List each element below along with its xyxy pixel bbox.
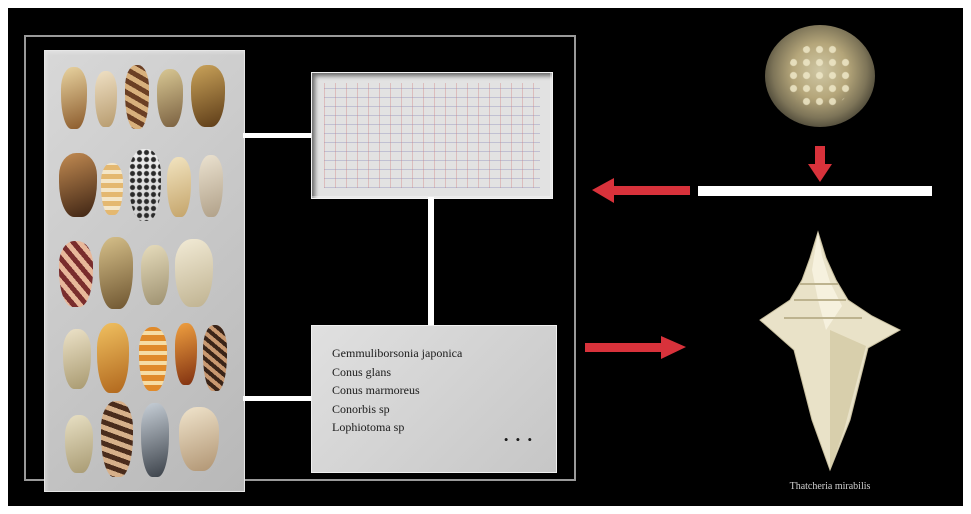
down-arrow-icon [808, 146, 832, 182]
shell-image [99, 237, 133, 309]
organism-core [787, 43, 853, 109]
shell-image [139, 327, 167, 391]
shell-image [175, 239, 213, 307]
shell-image [141, 245, 169, 305]
sequence-alignment-grid [324, 83, 540, 188]
shell-image [199, 155, 223, 217]
shell-image [179, 407, 219, 471]
outer-frame [24, 35, 576, 481]
shell-image [59, 241, 93, 307]
shell-image [175, 323, 197, 385]
specimen-label: Thatcheria mirabilis [789, 481, 871, 492]
shell-image [129, 149, 161, 221]
shell-image [141, 403, 169, 477]
shell-image [61, 67, 87, 129]
species-item: Conus glans [332, 364, 392, 379]
shell-image [95, 71, 117, 127]
shell-image [191, 65, 225, 127]
species-item: Conorbis sp [332, 401, 390, 416]
cone-shell-grid-image [57, 61, 233, 481]
shell-image [97, 323, 129, 393]
shell-image [101, 163, 123, 215]
connector-shells-to-species [243, 396, 311, 401]
shell-image [65, 415, 93, 473]
species-list: Gemmuliborsonia japonica Conus glans Con… [332, 344, 462, 437]
extraction-bar [698, 186, 932, 196]
venom-duct-cross-section-image [765, 25, 875, 127]
species-list-box: Gemmuliborsonia japonica Conus glans Con… [311, 325, 557, 473]
sequence-alignment-box [311, 72, 553, 199]
shell-image [203, 325, 227, 391]
shell-collection-panel [44, 50, 245, 492]
shell-image [59, 153, 97, 217]
shell-image [101, 401, 133, 477]
more-ellipsis: • • • [503, 432, 534, 447]
connector-alignment-to-species [428, 197, 434, 325]
spiral-shell-image [759, 230, 902, 472]
species-item: Conus marmoreus [332, 383, 420, 397]
species-item: Lophiotoma sp [332, 420, 405, 434]
shell-image [157, 69, 183, 127]
species-item: Gemmuliborsonia japonica [332, 346, 463, 360]
shell-image [167, 157, 191, 217]
shell-image [63, 329, 91, 389]
shell-image [125, 65, 149, 129]
connector-shells-to-alignment [243, 133, 311, 138]
right-arrow-icon [585, 336, 686, 359]
left-arrow-icon [592, 178, 690, 203]
